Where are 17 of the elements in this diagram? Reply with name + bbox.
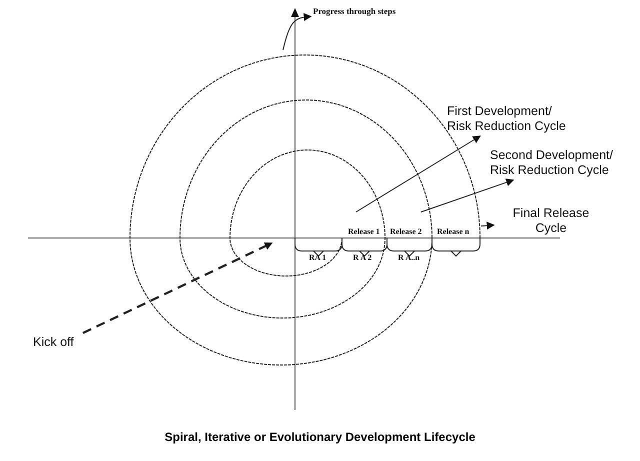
risk-assessment-label: R A 2 [353, 253, 372, 263]
leader-arrow [480, 222, 495, 230]
leader-arrow [356, 136, 481, 212]
diagram-caption: Spiral, Iterative or Evolutionary Development Lifecycle [164, 430, 476, 444]
callout-text: Second Development/ Risk Reduction Cycle [490, 148, 635, 178]
release-label: Release 1 [348, 227, 380, 237]
release-label: Release n [437, 227, 470, 237]
risk-assessment-label: R A..n [398, 253, 420, 263]
leader-arrow [420, 178, 514, 212]
callout-text: Kick off [33, 335, 93, 350]
callout-text: First Development/ Risk Reduction Cycle [447, 104, 569, 134]
callout-text: Progress through steps [313, 6, 453, 16]
risk-assessment-label: RA 1 [309, 253, 326, 263]
leader-arrow [282, 13, 312, 50]
release-label: Release 2 [390, 227, 422, 237]
dashed-arrow [82, 242, 273, 334]
callout-text: Final Release Cycle [496, 206, 606, 236]
